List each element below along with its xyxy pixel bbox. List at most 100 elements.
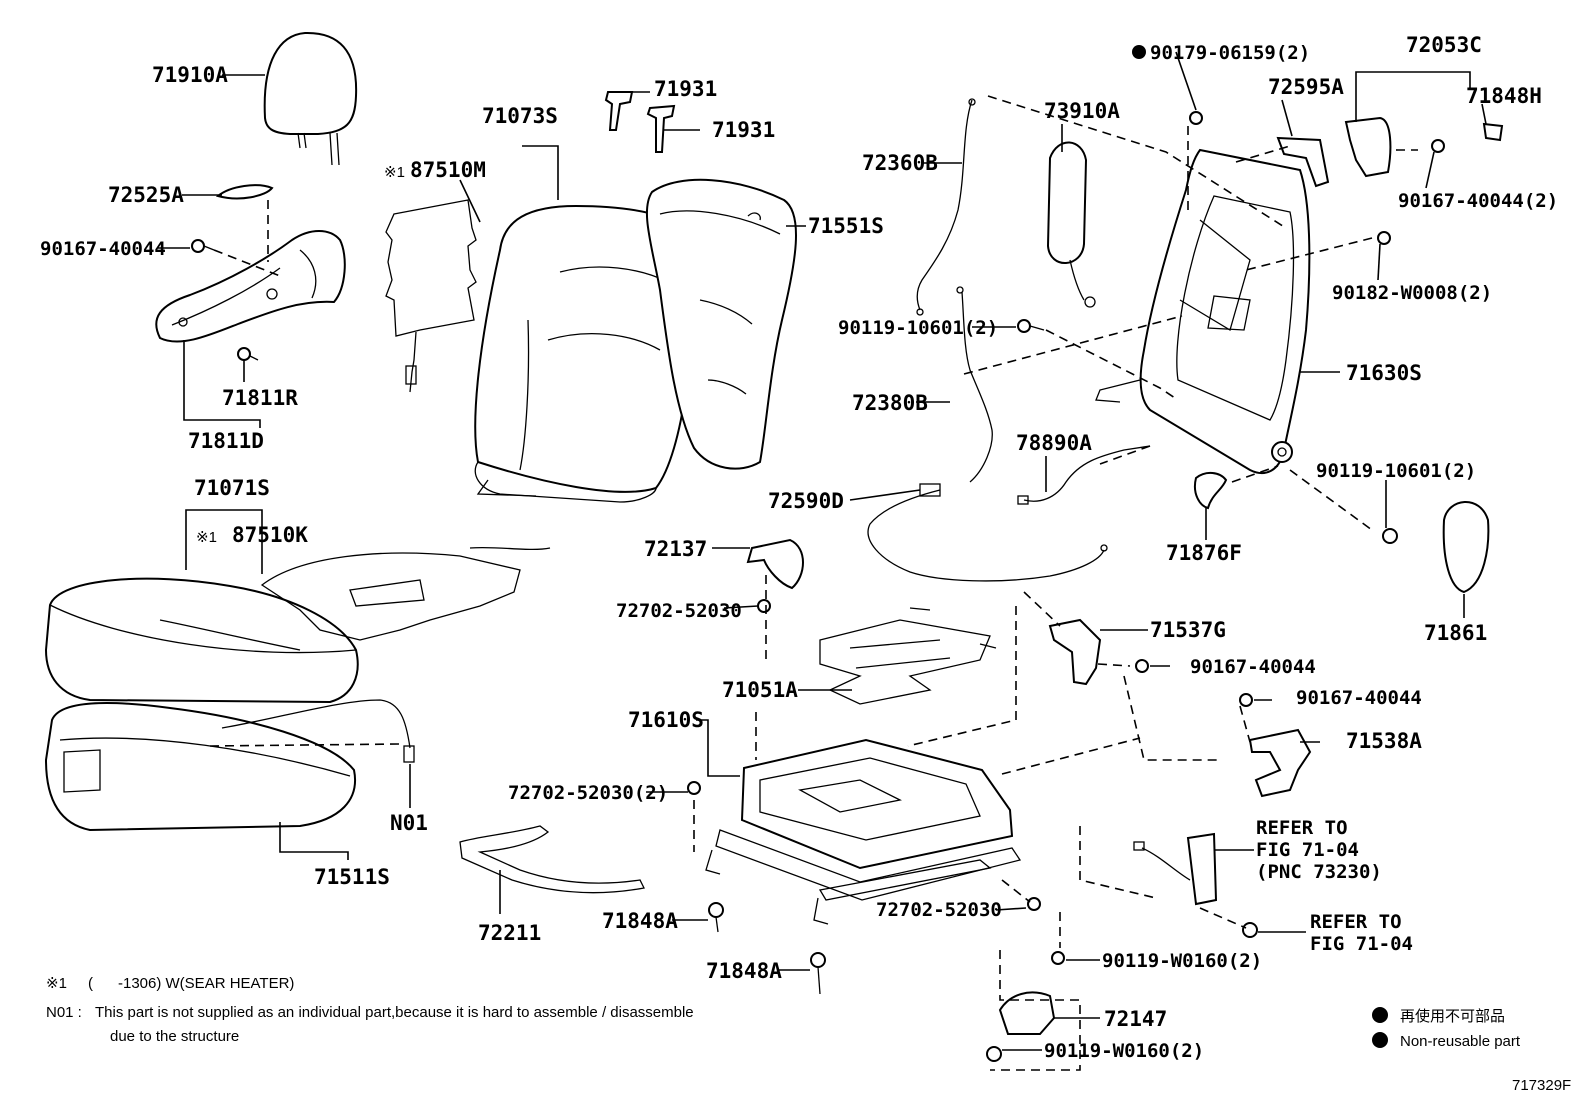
seat-side-cover-part [155,230,346,343]
callout-72053C: 72053C [1406,33,1482,57]
callout-71537G: 71537G [1150,618,1226,642]
callout-73910A: 73910A [1044,99,1120,123]
bolt-90119-10601-b [1382,528,1398,544]
stay-72211-part [459,825,645,894]
leader-lines [158,51,1487,1051]
callout-72147: 72147 [1104,1007,1167,1031]
heater-pad-cushion-part [260,546,551,641]
callout-90119-W0160-b: 90119-W0160(2) [1044,1040,1204,1062]
callout-71073S: 71073S [482,104,558,128]
ref-mark-2: ※1 [196,529,217,546]
callout-71051A: 71051A [722,678,798,702]
nut-90179-06159 [1189,111,1203,125]
callout-71848H: 71848H [1466,84,1542,108]
callout-90167-40044-c: 90167-40044 [1296,687,1422,709]
callout-71861: 71861 [1424,621,1487,645]
recliner-cover-71876F-part [1194,472,1228,510]
note-n01-line1: This part is not supplied as an individu… [95,1004,694,1021]
callout-72595A: 72595A [1268,75,1344,99]
callout-71848A-a: 71848A [602,909,678,933]
nut-refer-fig [1242,922,1258,938]
ref-mark-1: ※1 [384,164,405,181]
callout-90182-W0008: 90182-W0008(2) [1332,282,1492,304]
clip-71848H-part [1482,122,1504,142]
note1-text: ( -1306) W(SEAR HEATER) [88,975,294,992]
recliner-knob-71861-part [1442,501,1490,594]
note1-mark: ※1 [46,975,67,992]
wire-harness-78890A-part [1017,445,1151,505]
callout-90167-40044-a: 90167-40044 [40,238,166,260]
screw-90167-40044-c [1239,693,1253,707]
footnotes: ※1 ( -1306) W(SEAR HEATER) N01 : This pa… [46,975,694,1045]
callout-71848A-b: 71848A [706,959,782,983]
screw-72702-52030-a [757,599,771,613]
callout-N01: N01 [390,811,428,835]
bolt-90119-W0160-a [1051,951,1065,965]
screw-90167-40044-2 [1431,139,1445,153]
callout-90167-40044-b: 90167-40044 [1190,656,1316,678]
bracket-71538A-part [1248,728,1312,798]
heater-pad-back-part [385,199,477,393]
bracket-72147-part [998,991,1056,1035]
callout-71551S: 71551S [808,214,884,238]
part-callouts: 71910A 72525A 90167-40044 71811R 71811D … [40,33,1558,1062]
bracket-71537G-part [1048,618,1102,686]
callout-72702-52030-2: 72702-52030(2) [508,782,668,804]
callout-71811R: 71811R [222,386,298,410]
callout-90119-W0160-a: 90119-W0160(2) [1102,950,1262,972]
seat-cushion-cover-part [44,577,359,704]
callout-71876F: 71876F [1166,541,1242,565]
callout-72590D: 72590D [768,489,844,513]
refer-note-b-line1: REFER TO [1310,911,1402,933]
callout-71931-a: 71931 [654,77,717,101]
callout-87510M: 87510M [410,158,486,182]
legend-jp: 再使用不可部品 [1400,1008,1505,1025]
bolt-71848A-a [708,902,724,933]
headrest-part [263,31,358,166]
callout-71931-b: 71931 [712,118,775,142]
headrest-guide-part [215,184,274,200]
note-n01-label: N01 : [46,1004,82,1021]
release-cable-upper-part [916,98,976,316]
heater-connector [403,745,415,763]
callout-90179-06159: 90179-06159(2) [1150,42,1310,64]
heater-harness-part [221,699,411,749]
alignment-lines [209,95,1418,1071]
bolt-90119-W0160-b [986,1046,1002,1062]
callout-78890A: 78890A [1016,431,1092,455]
callout-72702-52030-a: 72702-52030 [616,600,742,622]
callout-71910A: 71910A [152,63,228,87]
headrest-support-a-part [604,91,634,131]
callout-72360B: 72360B [862,151,938,175]
legend-dot-icon-jp [1372,1007,1388,1023]
bracket-72137-part [746,538,804,590]
callout-72137: 72137 [644,537,707,561]
screw-90167-40044-b [1135,659,1149,673]
screw-72702-52030-b [1027,897,1041,911]
legend-dot-icon-en [1372,1032,1388,1048]
callout-71511S: 71511S [314,865,390,889]
screw-71811R [237,347,259,361]
seat-track-frame-part [705,738,1022,925]
callout-71630S: 71630S [1346,361,1422,385]
refer-note-b-line2: FIG 71-04 [1310,933,1413,955]
pin-90182-W0008 [1377,231,1391,245]
seat-back-pad-part [645,178,798,470]
legend: 再使用不可部品 Non-reusable part [1372,1007,1521,1050]
callout-71610S: 71610S [628,708,704,732]
release-cable-lower-part [867,286,1108,582]
cushion-spring-71051A-part [819,607,997,705]
bolt-71848A-b [810,952,826,995]
bolt-90119-10601-a [1017,319,1045,333]
lumbar-support-part [1046,141,1096,308]
refer-note-a-line1: REFER TO [1256,817,1348,839]
callout-72211: 72211 [478,921,541,945]
callout-71811D: 71811D [188,429,264,453]
bracket-72595A-part [1276,136,1330,188]
refer-note-a-line3: (PNC 73230) [1256,861,1382,883]
callout-90119-10601-a: 90119-10601(2) [838,317,998,339]
callout-72525A: 72525A [108,183,184,207]
callout-71071S: 71071S [194,476,270,500]
